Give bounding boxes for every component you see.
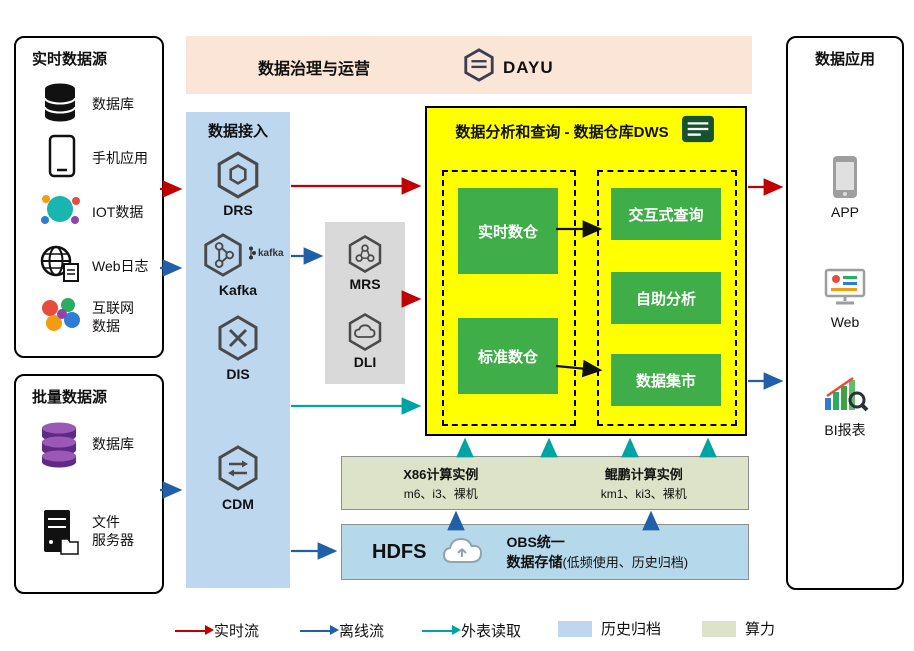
mrs-icon bbox=[345, 234, 385, 279]
governance-title: 数据治理与运营 bbox=[258, 61, 371, 78]
batch-sources-title: 批量数据源 bbox=[32, 389, 108, 406]
module-data-mart: 数据集市 bbox=[611, 354, 721, 406]
dayu-icon bbox=[462, 48, 496, 87]
app-phone-icon bbox=[830, 154, 860, 205]
obs-cloud-icon bbox=[440, 533, 492, 572]
database-icon bbox=[40, 82, 80, 131]
obs-line2: 数据存储 bbox=[506, 554, 563, 570]
realtime-sources-panel: 实时数据源 数据库 手机应用 bbox=[14, 36, 164, 358]
cdm-label: CDM bbox=[222, 496, 254, 512]
dayu-label: DAYU bbox=[503, 57, 554, 77]
web-monitor-icon bbox=[822, 266, 868, 313]
legend-swatch-history-archive bbox=[558, 620, 592, 637]
legend-swatch-compute-power bbox=[702, 620, 736, 637]
legend-item-history-archive: 历史归档 bbox=[558, 618, 661, 639]
web-log-icon bbox=[38, 244, 82, 289]
dli-label: DLI bbox=[353, 354, 377, 370]
cdm-icon bbox=[214, 444, 262, 497]
dayu-logo: DAYU bbox=[462, 48, 554, 87]
file-server-icon bbox=[40, 508, 80, 561]
realtime-source-label: 数据库 bbox=[92, 96, 134, 112]
kafka-logo-glyph bbox=[249, 246, 256, 260]
mrs-label: MRS bbox=[349, 276, 381, 292]
batch-source-label: 文件 服务器 bbox=[92, 514, 134, 548]
app-label: APP bbox=[830, 204, 859, 220]
module-realtime-warehouse: 实时数仓 bbox=[458, 188, 558, 274]
module-interactive-query: 交互式查询 bbox=[611, 188, 721, 240]
ingestion-panel: 数据接入 DRS kafka bbox=[186, 112, 290, 588]
kunpeng-subtitle: km1、ki3、裸机 bbox=[600, 487, 687, 501]
x86-compute: X86计算实例 m6、i3、裸机 bbox=[403, 464, 478, 502]
kafka-icon bbox=[200, 232, 246, 283]
ingestion-title: 数据接入 bbox=[207, 123, 268, 140]
dws-icon bbox=[679, 114, 717, 149]
realtime-sources-title: 实时数据源 bbox=[32, 51, 108, 68]
obs-note: (低频使用、历史归档) bbox=[562, 555, 689, 570]
kunpeng-compute: 鲲鹏计算实例 km1、ki3、裸机 bbox=[601, 464, 687, 502]
dli-icon bbox=[345, 312, 385, 357]
applications-title: 数据应用 bbox=[814, 51, 875, 68]
storage-panel: HDFS OBS统一 数据存储(低频使用、历史归档) bbox=[341, 524, 749, 580]
dws-warehouse-group: 实时数仓 标准数仓 bbox=[442, 170, 576, 426]
kafka-logo: kafka bbox=[248, 246, 284, 260]
realtime-source-label: 互联网 数据 bbox=[92, 300, 134, 334]
web-label: Web bbox=[830, 314, 860, 330]
realtime-source-label: 手机应用 bbox=[92, 150, 148, 166]
mobile-phone-icon bbox=[48, 134, 76, 183]
compute-panel: X86计算实例 m6、i3、裸机 鲲鹏计算实例 km1、ki3、裸机 bbox=[341, 456, 749, 510]
iot-icon bbox=[38, 190, 82, 235]
dis-icon bbox=[214, 314, 262, 367]
hdfs-label: HDFS bbox=[372, 540, 427, 563]
kafka-label: Kafka bbox=[218, 282, 258, 298]
governance-banner: 数据治理与运营 DAYU bbox=[186, 36, 752, 94]
dws-title: 数据分析和查询 - 数据仓库DWS bbox=[455, 124, 669, 141]
database-purple-icon bbox=[38, 420, 80, 473]
kunpeng-title: 鲲鹏计算实例 bbox=[604, 467, 683, 482]
drs-label: DRS bbox=[223, 202, 253, 218]
legend-arrow-realtime bbox=[175, 625, 214, 635]
bi-report-icon bbox=[821, 372, 869, 421]
applications-panel: 数据应用 APP Web bbox=[786, 36, 904, 590]
realtime-source-label: Web日志 bbox=[92, 258, 149, 274]
legend-item-offline-flow: 离线流 bbox=[300, 620, 384, 641]
legend-arrow-offline bbox=[300, 625, 339, 635]
x86-title: X86计算实例 bbox=[403, 467, 479, 482]
dws-analysis-group: 交互式查询 自助分析 数据集市 bbox=[597, 170, 737, 426]
processing-panel: MRS DLI bbox=[325, 222, 405, 384]
legend-item-realtime-flow: 实时流 bbox=[175, 620, 259, 641]
batch-sources-panel: 批量数据源 数据库 文件 服务器 bbox=[14, 374, 164, 594]
legend-label: 历史归档 bbox=[601, 621, 662, 638]
legend-label: 实时流 bbox=[214, 623, 260, 640]
obs-text-block: OBS统一 数据存储(低频使用、历史归档) bbox=[506, 532, 688, 572]
legend-item-compute-power: 算力 bbox=[702, 618, 775, 639]
internet-data-icon bbox=[38, 296, 82, 339]
batch-source-label: 数据库 bbox=[92, 436, 134, 452]
legend-item-external-read: 外表读取 bbox=[422, 620, 521, 641]
module-standard-warehouse: 标准数仓 bbox=[458, 318, 558, 394]
legend-arrow-external-read bbox=[422, 625, 461, 635]
legend-label: 算力 bbox=[745, 621, 776, 638]
obs-line1: OBS统一 bbox=[506, 534, 565, 550]
legend-label: 离线流 bbox=[339, 623, 385, 640]
legend-label: 外表读取 bbox=[461, 623, 522, 640]
realtime-source-label: IOT数据 bbox=[92, 204, 144, 220]
x86-subtitle: m6、i3、裸机 bbox=[403, 487, 478, 501]
module-self-service-analysis: 自助分析 bbox=[611, 272, 721, 324]
dws-panel: 数据分析和查询 - 数据仓库DWS 实时数仓 标准数仓 交互式查询 自助分析 数… bbox=[425, 106, 747, 436]
bi-label: BI报表 bbox=[824, 422, 866, 438]
dis-label: DIS bbox=[226, 366, 250, 382]
drs-icon bbox=[213, 150, 263, 205]
